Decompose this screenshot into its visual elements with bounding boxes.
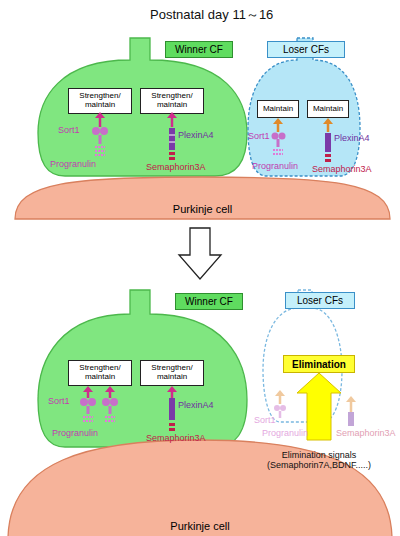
effect-box: Maintain — [257, 100, 299, 118]
molecule-label: Sort1 — [248, 131, 270, 141]
edge-label: Elimination signals (Semaphorin7A,BDNF..… — [254, 450, 384, 471]
effect-box: Strengthen/ maintain — [140, 360, 204, 386]
box-text: Strengthen/ maintain — [141, 364, 203, 382]
purkinje-cell: Purkinje cell — [15, 177, 390, 219]
box-text: Maintain — [263, 105, 293, 114]
terminal-body — [38, 290, 247, 447]
box-text: Elimination — [292, 359, 346, 370]
molecule-label: PlexinA4 — [334, 133, 370, 143]
molecule-label: Semaphorin3A — [146, 433, 206, 443]
molecule-label: Progranulin — [262, 428, 308, 438]
molecule-label: Sort1 — [58, 125, 80, 135]
transition-arrow — [179, 228, 221, 279]
winner-terminal: Winner CF Strengthen/ maintain Strengthen/… — [35, 38, 250, 178]
cell-body — [15, 177, 390, 219]
effect-box: Strengthen/ maintain — [140, 88, 204, 114]
box-text: Strengthen/ maintain — [69, 364, 131, 382]
molecule-label: Progranulin — [52, 428, 98, 438]
cell-name: Purkinje cell — [15, 203, 390, 215]
molecule-label: Sort1 — [254, 415, 276, 425]
terminal-body — [38, 38, 247, 176]
effect-box: Strengthen/ maintain — [68, 360, 132, 386]
terminal-heading: Winner CF — [175, 293, 243, 310]
box-text: Strengthen/ maintain — [69, 92, 131, 110]
elimination-box: Elimination — [283, 355, 355, 373]
terminal-heading: Loser CFs — [267, 41, 345, 58]
molecule-label: Semaphorin3A — [146, 162, 206, 172]
winner-terminal: Winner CF Strengthen/ maintain Strengthen/… — [35, 290, 250, 450]
molecule-label: Progranulin — [50, 159, 96, 169]
molecule-label: Semaphorin3A — [312, 164, 372, 174]
loser-terminal: Loser CFsMaintain Maintain — [245, 38, 363, 178]
box-text: Strengthen/ maintain — [141, 92, 203, 110]
molecule-label: PlexinA4 — [178, 130, 214, 140]
terminal-heading: Loser CFs — [285, 292, 355, 309]
diagram-title: Postnatal day 11～16 — [150, 6, 273, 24]
molecule-label: Semaphorin3A — [336, 428, 396, 438]
terminal-body — [248, 38, 360, 176]
terminal-heading: Winner CF — [165, 41, 233, 58]
effect-box: Maintain — [307, 100, 349, 118]
molecule-label: PlexinA4 — [178, 400, 214, 410]
molecule-label: Sort1 — [48, 396, 70, 406]
cell-name: Purkinje cell — [0, 520, 400, 532]
loser-terminal: Loser CFsElimination — [258, 290, 363, 425]
effect-box: Strengthen/ maintain — [68, 88, 132, 114]
molecule-label: Progranulin — [252, 161, 298, 171]
box-text: Maintain — [313, 105, 343, 114]
